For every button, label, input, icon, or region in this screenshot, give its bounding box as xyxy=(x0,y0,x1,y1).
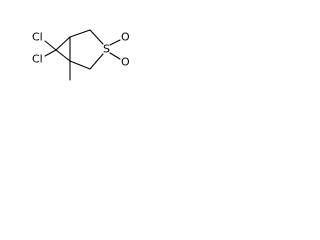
atom-label-cl-lower: Cl xyxy=(32,53,43,66)
bond-c2-s xyxy=(89,29,104,45)
atom-label-sulfur: S xyxy=(103,43,110,56)
atom-label-oxygen-top: O xyxy=(121,31,130,44)
bond-cgem-cl-lower xyxy=(44,49,57,57)
bond-cgem-cl-upper xyxy=(44,40,57,51)
bond-c1-c2 xyxy=(69,29,91,38)
bond-s-o-top xyxy=(109,39,121,46)
atom-label-cl-upper: Cl xyxy=(32,31,43,44)
atom-label-oxygen-bottom: O xyxy=(121,56,130,69)
bond-s-c4 xyxy=(89,53,104,70)
chemical-structure: Cl Cl S O O xyxy=(32,29,130,81)
bond-cgem-c5 xyxy=(55,49,71,62)
bond-c4-c5 xyxy=(69,60,91,70)
bond-cgem-c1 xyxy=(55,36,71,51)
bond-s-o-bottom xyxy=(109,52,121,60)
